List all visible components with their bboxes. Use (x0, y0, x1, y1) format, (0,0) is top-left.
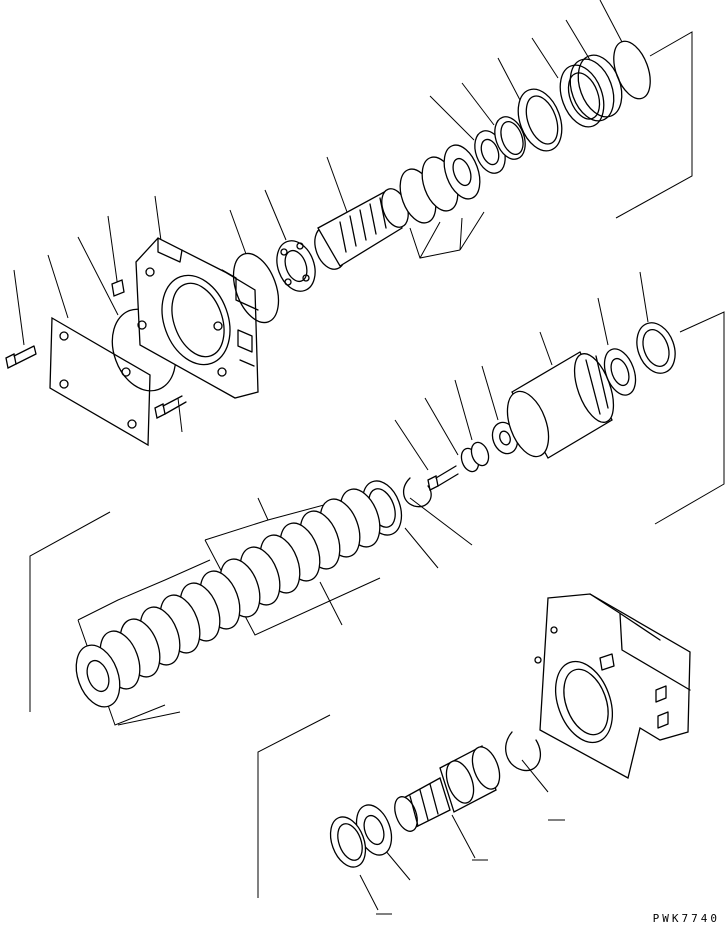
snap-ring-2 (506, 732, 541, 771)
carrier (499, 349, 621, 462)
snap-ring (404, 478, 432, 507)
bolt-2 (155, 396, 186, 418)
drawing-code: PWK7740 (652, 912, 720, 925)
bearing (270, 235, 322, 296)
sleeve (510, 83, 569, 157)
plug (112, 280, 124, 296)
o-ring-3 (607, 36, 658, 103)
disc-pack (393, 140, 486, 228)
bearing-3 (599, 345, 642, 400)
housing (136, 238, 258, 398)
oil-seal (630, 317, 682, 378)
gear-hub (309, 185, 413, 273)
bolt (6, 346, 36, 368)
case (535, 594, 690, 778)
ring (489, 113, 530, 164)
o-ring-2 (225, 247, 287, 328)
coil-ring (552, 49, 629, 133)
cover-plate (50, 318, 150, 445)
clutch-plate-stack (68, 484, 387, 713)
washer (458, 440, 491, 474)
seal-ring (324, 812, 372, 872)
shaft-gear (390, 743, 504, 834)
leader-lines (14, 0, 724, 914)
bolt-3 (428, 466, 458, 490)
